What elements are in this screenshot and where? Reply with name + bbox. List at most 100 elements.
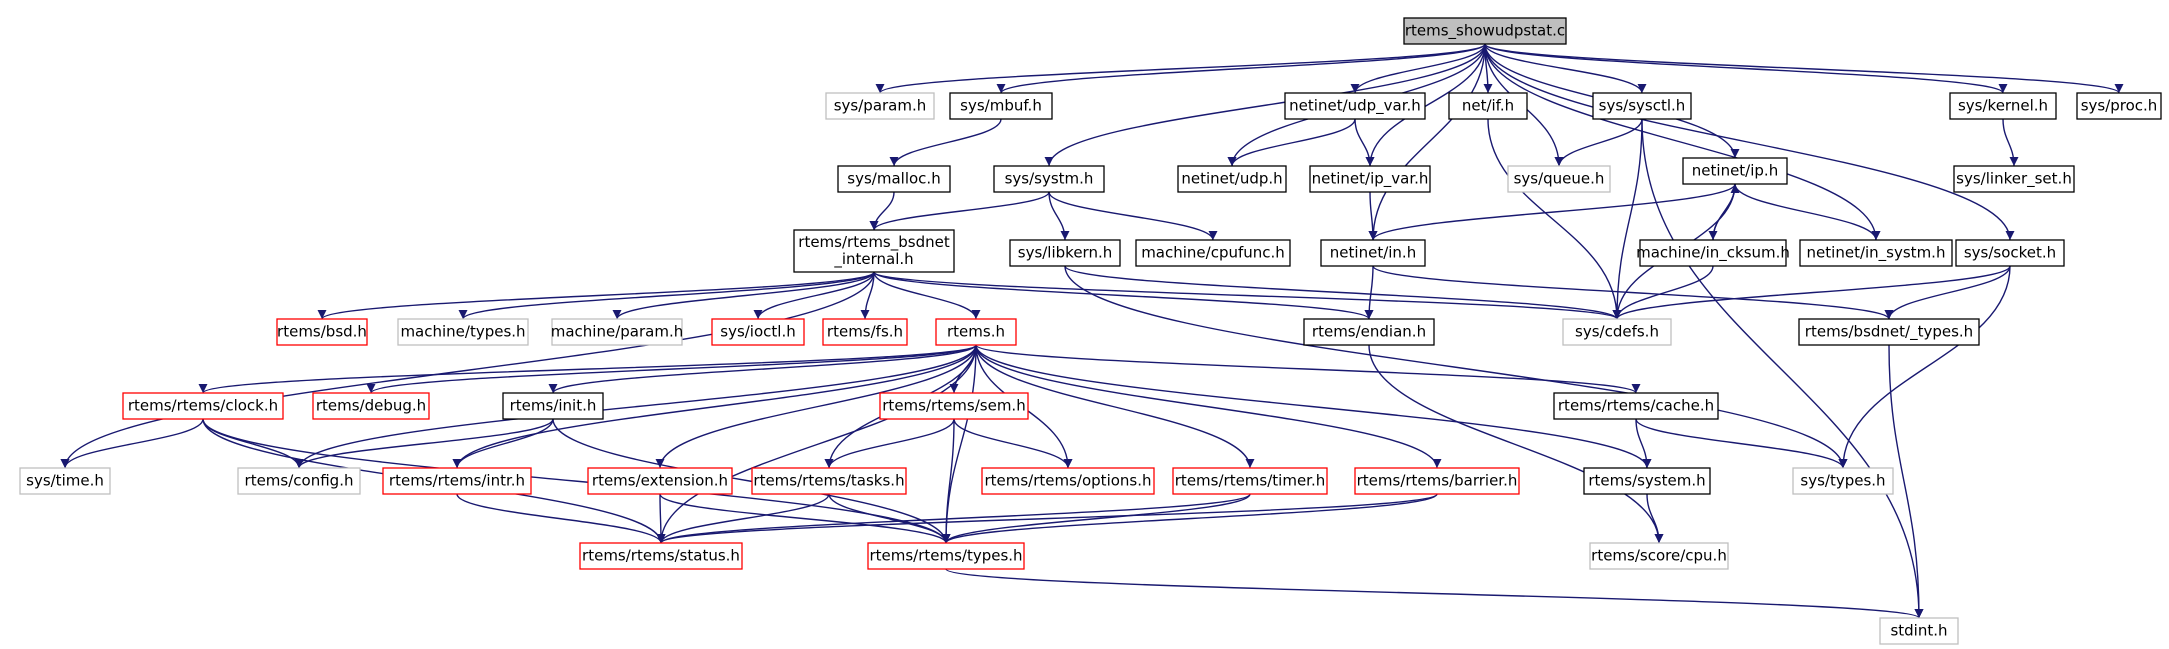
node-sys-kernel[interactable]: sys/kernel.h <box>1949 92 2057 120</box>
include-edge <box>1554 118 1643 167</box>
edge-rtems_h-to-rtems_debug <box>366 344 977 394</box>
node-netinet-in-systm[interactable]: netinet/in_systm.h <box>1799 239 1953 267</box>
node-rtems-endian[interactable]: rtems/endian.h <box>1303 318 1435 346</box>
include-edge <box>2002 118 2019 167</box>
include-edge <box>873 271 981 320</box>
node-netinet-ip[interactable]: netinet/ip.h <box>1682 157 1788 185</box>
node-sys-malloc[interactable]: sys/malloc.h <box>837 165 951 193</box>
node-label: machine/param.h <box>551 323 683 341</box>
node-rtems-types[interactable]: rtems/rtems/types.h <box>867 542 1025 570</box>
node-box <box>1799 239 1953 267</box>
include-edge <box>975 344 1442 469</box>
node-rtems-init[interactable]: rtems/init.h <box>502 392 604 420</box>
node-sys-systm[interactable]: sys/systm.h <box>993 165 1105 193</box>
node-rtems-timer[interactable]: rtems/rtems/timer.h <box>1172 467 1328 495</box>
node-rtems-config: rtems/config.h <box>237 467 361 495</box>
node-rtems-bsdnet-types[interactable]: rtems/bsdnet/_types.h <box>1798 318 1980 346</box>
node-label: net/if.h <box>1462 97 1514 115</box>
node-label: rtems/rtems_bsdnet <box>798 233 950 252</box>
include-edge <box>1884 265 2011 320</box>
node-rtems-debug[interactable]: rtems/debug.h <box>312 392 430 420</box>
include-edge <box>996 43 1486 94</box>
include-edge <box>1612 118 1643 320</box>
node-label: sys/malloc.h <box>847 170 940 188</box>
node-label: sys/proc.h <box>2081 97 2158 115</box>
include-edge <box>1044 43 1486 167</box>
node-netinet-udp-var[interactable]: netinet/udp_var.h <box>1284 92 1426 120</box>
edge-rtems_types-to-stdint <box>945 568 1924 619</box>
node-label: rtems/rtems/timer.h <box>1175 472 1325 490</box>
include-edge <box>656 493 1438 544</box>
include-edge <box>294 344 977 469</box>
edge-sys_sysctl-to-sys_cdefs <box>1612 118 1643 320</box>
include-edge <box>1838 265 2011 469</box>
edge-sys_systm-to-rtems_bsdnet_internal <box>869 191 1050 231</box>
node-sys-libkern[interactable]: sys/libkern.h <box>1009 239 1121 267</box>
edge-rtems_h-to-rtems_system <box>975 344 1652 469</box>
node-label: sys/sysctl.h <box>1599 97 1686 115</box>
node-box <box>1682 157 1788 185</box>
node-rtems-sem[interactable]: rtems/rtems/sem.h <box>879 392 1029 420</box>
include-edge <box>1368 344 1664 544</box>
node-rtems-tasks[interactable]: rtems/rtems/tasks.h <box>751 467 907 495</box>
include-edge <box>1354 118 1375 167</box>
edge-sys_libkern-to-sys_cdefs <box>1064 265 1622 320</box>
node-machine-cpufunc[interactable]: machine/cpufunc.h <box>1135 239 1291 267</box>
include-edge <box>941 493 1251 544</box>
node-netinet-udp[interactable]: netinet/udp.h <box>1177 165 1287 193</box>
node-rtems-intr[interactable]: rtems/rtems/intr.h <box>382 467 532 495</box>
include-edge <box>1484 43 1647 94</box>
node-net-if[interactable]: net/if.h <box>1448 92 1528 120</box>
node-box <box>1448 92 1528 120</box>
node-rtems-status[interactable]: rtems/rtems/status.h <box>579 542 743 570</box>
node-box <box>19 467 111 495</box>
edge-rtems_init-to-rtems_intr <box>452 418 554 469</box>
node-label: rtems/rtems/barrier.h <box>1357 472 1518 490</box>
node-rtems-system[interactable]: rtems/system.h <box>1583 467 1711 495</box>
include-edge <box>1712 183 1740 241</box>
node-label: netinet/udp_var.h <box>1289 97 1421 116</box>
node-machine-types: machine/types.h <box>397 318 529 346</box>
node-label: netinet/ip_var.h <box>1312 170 1429 189</box>
node-label: sys/libkern.h <box>1018 244 1112 262</box>
node-sys-sysctl[interactable]: sys/sysctl.h <box>1592 92 1692 120</box>
node-rtems-fs[interactable]: rtems/fs.h <box>822 318 908 346</box>
node-rtems-clock[interactable]: rtems/rtems/clock.h <box>122 392 284 420</box>
node-rtems-cache[interactable]: rtems/rtems/cache.h <box>1553 392 1719 420</box>
node-machine-in-cksum[interactable]: machine/in_cksum.h <box>1636 239 1790 267</box>
edge-rtems_tasks-to-rtems_types <box>828 493 951 544</box>
edge-rtems_extension-to-rtems_types <box>659 493 951 544</box>
node-sys-mbuf[interactable]: sys/mbuf.h <box>949 92 1053 120</box>
node-box <box>1798 318 1980 346</box>
node-rtems-extension[interactable]: rtems/extension.h <box>587 467 733 495</box>
edge-rtems_init-to-rtems_config <box>294 418 554 469</box>
node-rtems-options[interactable]: rtems/rtems/options.h <box>981 467 1155 495</box>
include-edge <box>1048 191 1070 241</box>
node-label: rtems_showudpstat.c <box>1405 22 1565 41</box>
node-rtems-barrier[interactable]: rtems/rtems/barrier.h <box>1354 467 1520 495</box>
include-edge <box>1372 265 1894 320</box>
node-box <box>711 318 805 346</box>
node-sys-linker-set[interactable]: sys/linker_set.h <box>1953 165 2075 193</box>
node-label: rtems/debug.h <box>316 397 426 415</box>
node-rtems-h[interactable]: rtems.h <box>935 318 1017 346</box>
include-edge <box>1048 191 1218 241</box>
node-root[interactable]: rtems_showudpstat.c <box>1403 17 1567 45</box>
include-edge <box>875 43 1486 94</box>
edge-sys_libkern-to-sys_types <box>1064 265 1848 469</box>
edge-netinet_ip-to-netinet_in_systm <box>1734 183 1881 241</box>
node-netinet-in[interactable]: netinet/in.h <box>1320 239 1426 267</box>
node-sys-proc[interactable]: sys/proc.h <box>2076 92 2162 120</box>
node-netinet-ip-var[interactable]: netinet/ip_var.h <box>1309 165 1431 193</box>
include-edge <box>869 191 895 231</box>
edge-sys_malloc-to-rtems_bsdnet_internal <box>869 191 895 231</box>
include-edge <box>1368 191 1378 241</box>
node-sys-socket[interactable]: sys/socket.h <box>1955 239 2065 267</box>
include-edge <box>975 344 1641 394</box>
include-edge <box>1484 43 2124 94</box>
node-rtems-bsd[interactable]: rtems/bsd.h <box>276 318 368 346</box>
node-sys-ioctl[interactable]: sys/ioctl.h <box>711 318 805 346</box>
node-rtems-bsdnet-internal[interactable]: rtems/rtems_bsdnet_internal.h <box>793 229 955 273</box>
include-edge <box>366 344 977 394</box>
